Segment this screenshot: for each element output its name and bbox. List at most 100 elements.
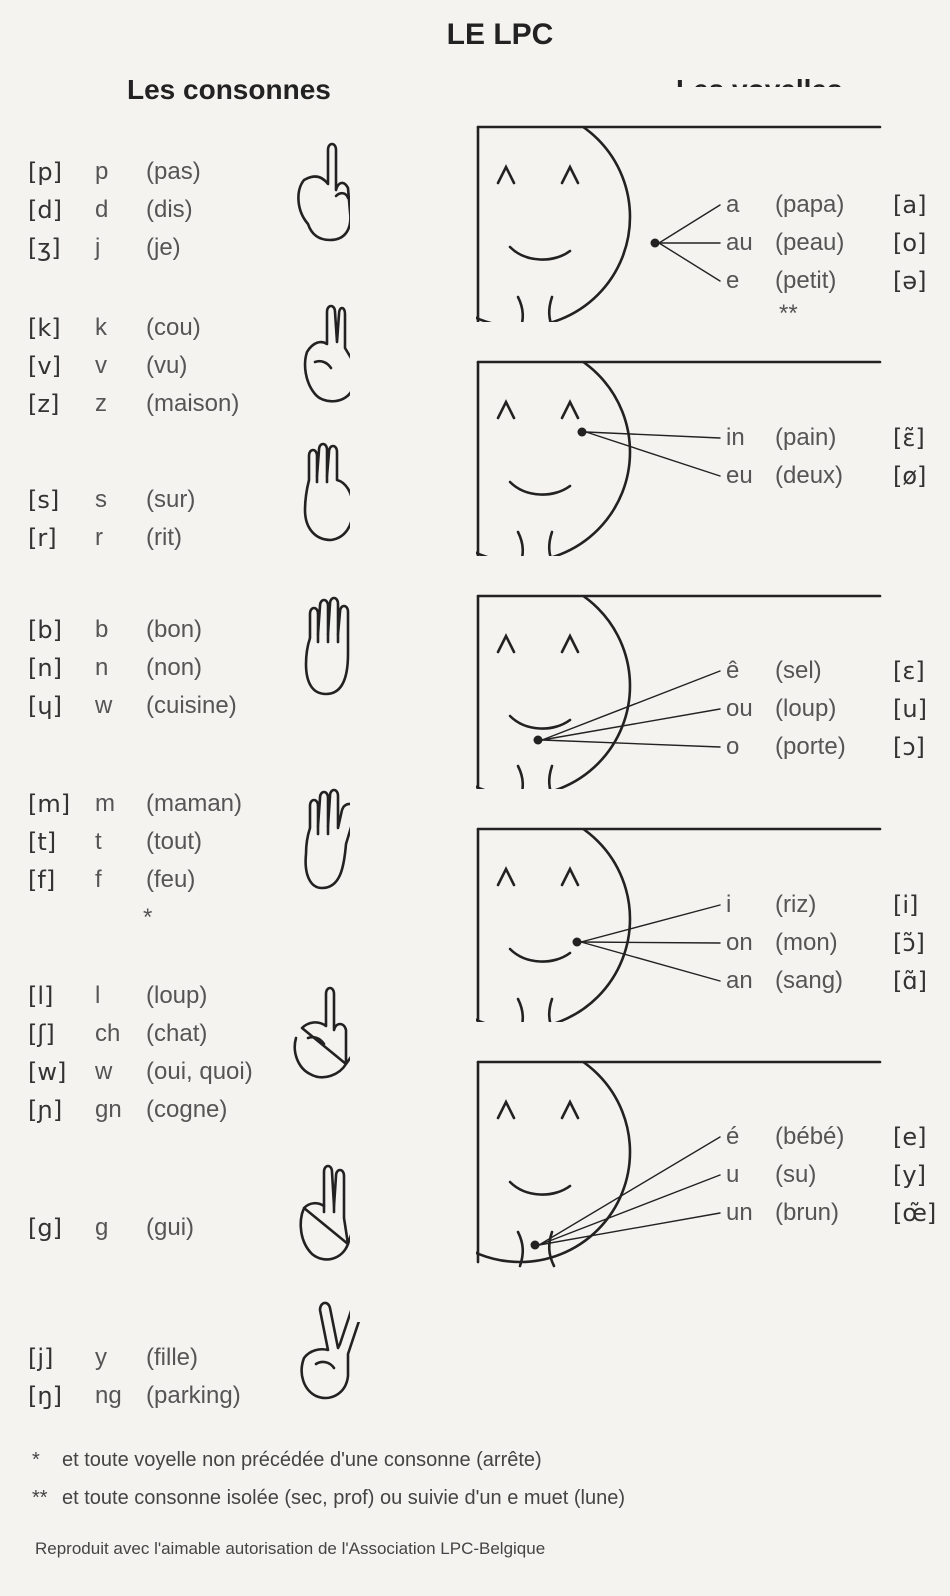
credit-line: Reproduit avec l'aimable autorisation de… — [35, 1539, 546, 1558]
consonant-ipa: [ŋ] — [28, 1382, 62, 1410]
consonant-letter: b — [95, 616, 109, 643]
consonant-letter: k — [95, 314, 107, 341]
consonant-letter: ng — [95, 1382, 122, 1409]
vowel-letter: i — [726, 891, 732, 918]
consonant-example: (fille) — [146, 1344, 198, 1371]
consonant-letter: gn — [95, 1096, 122, 1123]
consonant-example: (non) — [146, 654, 203, 681]
vowel-example: (peau) — [775, 229, 845, 256]
vowel-ipa: [o] — [893, 229, 927, 257]
consonant-ipa: [w] — [28, 1058, 67, 1086]
vowel-ipa: [u] — [893, 695, 927, 723]
consonant-example: (rit) — [146, 524, 182, 551]
vowel-example: (bébé) — [775, 1123, 845, 1150]
hand-shape-4-icon — [304, 596, 350, 696]
vowel-example: (su) — [775, 1161, 817, 1188]
vowel-ipa: [ɑ̃] — [893, 967, 927, 995]
consonant-letter: w — [95, 1058, 113, 1085]
hand-shape-3-icon — [303, 442, 355, 542]
consonant-letter: w — [95, 692, 113, 719]
consonant-ipa: [ɲ] — [28, 1096, 63, 1124]
face-diagram-mouth — [350, 789, 950, 1089]
consonant-ipa: [p] — [28, 158, 62, 186]
consonant-letter: v — [95, 352, 107, 379]
consonant-example: (je) — [146, 234, 181, 261]
footnote-1-text: et toute voyelle non précédée d'une cons… — [62, 1449, 542, 1471]
consonant-example: (maison) — [146, 390, 240, 417]
consonant-example: (cuisine) — [146, 692, 237, 719]
footnote-2-mark: ** — [32, 1487, 48, 1509]
consonant-letter: z — [95, 390, 107, 417]
footnote-2-text: et toute consonne isolée (sec, prof) ou … — [62, 1487, 626, 1509]
consonants-heading: Les consonnes — [127, 74, 331, 105]
vowel-letter: a — [726, 191, 740, 218]
consonant-letter: l — [95, 982, 101, 1009]
consonant-footnote-mark: * — [143, 904, 153, 931]
consonant-ipa: [m] — [28, 790, 71, 818]
consonant-example: (bon) — [146, 616, 203, 643]
vowel-ipa: [ɔ] — [893, 733, 925, 761]
consonant-example: (loup) — [146, 982, 208, 1009]
consonant-example: (pas) — [146, 158, 201, 185]
consonant-ipa: [ʃ] — [28, 1020, 55, 1048]
consonant-ipa: [g] — [28, 1214, 62, 1242]
consonant-letter: n — [95, 654, 109, 681]
consonant-ipa: [j] — [28, 1344, 54, 1372]
consonant-letter: g — [95, 1214, 109, 1241]
face-diagram-side — [350, 87, 950, 387]
vowel-example: (porte) — [775, 733, 846, 760]
vowel-example: (deux) — [775, 462, 844, 489]
vowel-letter: é — [726, 1123, 740, 1150]
consonant-example: (tout) — [146, 828, 203, 855]
vowel-letter: ou — [726, 695, 753, 722]
vowel-ipa: [a] — [893, 191, 927, 219]
consonant-letter: s — [95, 486, 107, 513]
consonant-letter: f — [95, 866, 102, 893]
vowel-ipa: [œ̃] — [893, 1199, 937, 1227]
consonant-letter: t — [95, 828, 102, 855]
vowel-example: (petit) — [775, 267, 837, 294]
consonant-example: (maman) — [146, 790, 243, 817]
vowel-example: (pain) — [775, 424, 837, 451]
consonant-letter: j — [95, 234, 101, 261]
vowel-example: (mon) — [775, 929, 838, 956]
vowel-letter: un — [726, 1199, 753, 1226]
vowel-ipa: [ɔ̃] — [893, 929, 925, 957]
vowel-letter: an — [726, 967, 753, 994]
vowel-example: (riz) — [775, 891, 817, 918]
vowel-example: (loup) — [775, 695, 837, 722]
consonant-example: (cou) — [146, 314, 201, 341]
vowel-example: (papa) — [775, 191, 845, 218]
consonant-example: (oui, quoi) — [146, 1058, 253, 1085]
vowel-ipa: [ø] — [893, 462, 927, 490]
vowel-letter: ê — [726, 657, 740, 684]
vowel-example: (sel) — [775, 657, 822, 684]
consonant-ipa: [t] — [28, 828, 57, 856]
consonant-letter: ch — [95, 1020, 121, 1047]
page-title: LE LPC — [446, 18, 554, 51]
vowel-letter: o — [726, 733, 740, 760]
face-diagram-cheek — [350, 322, 950, 622]
consonant-example: (gui) — [146, 1214, 195, 1241]
consonant-ipa: [v] — [28, 352, 61, 380]
hand-shape-1-icon — [297, 142, 352, 242]
consonant-example: (dis) — [146, 196, 193, 223]
consonant-letter: r — [95, 524, 103, 551]
consonant-ipa: [f] — [28, 866, 56, 894]
consonant-ipa: [s] — [28, 486, 60, 514]
consonant-letter: p — [95, 158, 109, 185]
consonant-letter: m — [95, 790, 115, 817]
consonant-ipa: [k] — [28, 314, 61, 342]
consonant-ipa: [d] — [28, 196, 62, 224]
consonant-example: (sur) — [146, 486, 196, 513]
face-diagram-chin — [350, 556, 950, 856]
consonant-ipa: [n] — [28, 654, 62, 682]
consonant-ipa: [ɥ] — [28, 692, 62, 720]
hand-shape-2-icon — [303, 304, 357, 403]
consonant-example: (feu) — [146, 866, 196, 893]
face-diagram-throat — [350, 1022, 950, 1322]
vowel-letter: eu — [726, 462, 753, 489]
vowel-ipa: [i] — [893, 891, 919, 919]
vowel-example: (sang) — [775, 967, 844, 994]
